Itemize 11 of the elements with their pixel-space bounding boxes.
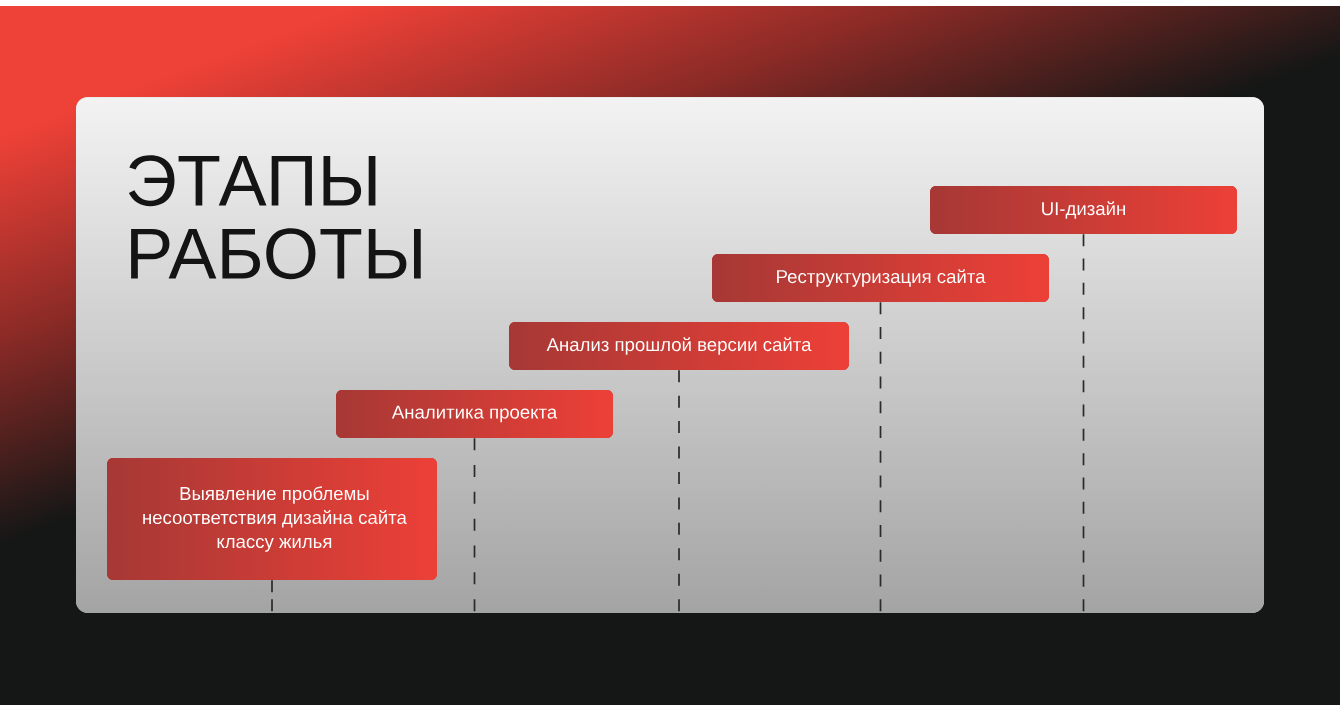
dashed-line [271, 579, 273, 613]
step-box: Выявление проблемы несоответствия дизайна сайта классу жилья [107, 458, 437, 580]
dashed-line [678, 369, 680, 613]
dashed-line [879, 301, 882, 613]
heading: ЭТАПЫ РАБОТЫ [128, 155, 421, 280]
dashed-line [473, 437, 476, 613]
step-box: Анализ прошлой версии сайта [509, 322, 849, 370]
step-box: UI-дизайн [930, 186, 1237, 234]
dashed-line [1082, 233, 1085, 613]
step-box: Реструктуризация сайта [712, 254, 1049, 302]
step-box: Аналитика проекта [336, 390, 613, 438]
